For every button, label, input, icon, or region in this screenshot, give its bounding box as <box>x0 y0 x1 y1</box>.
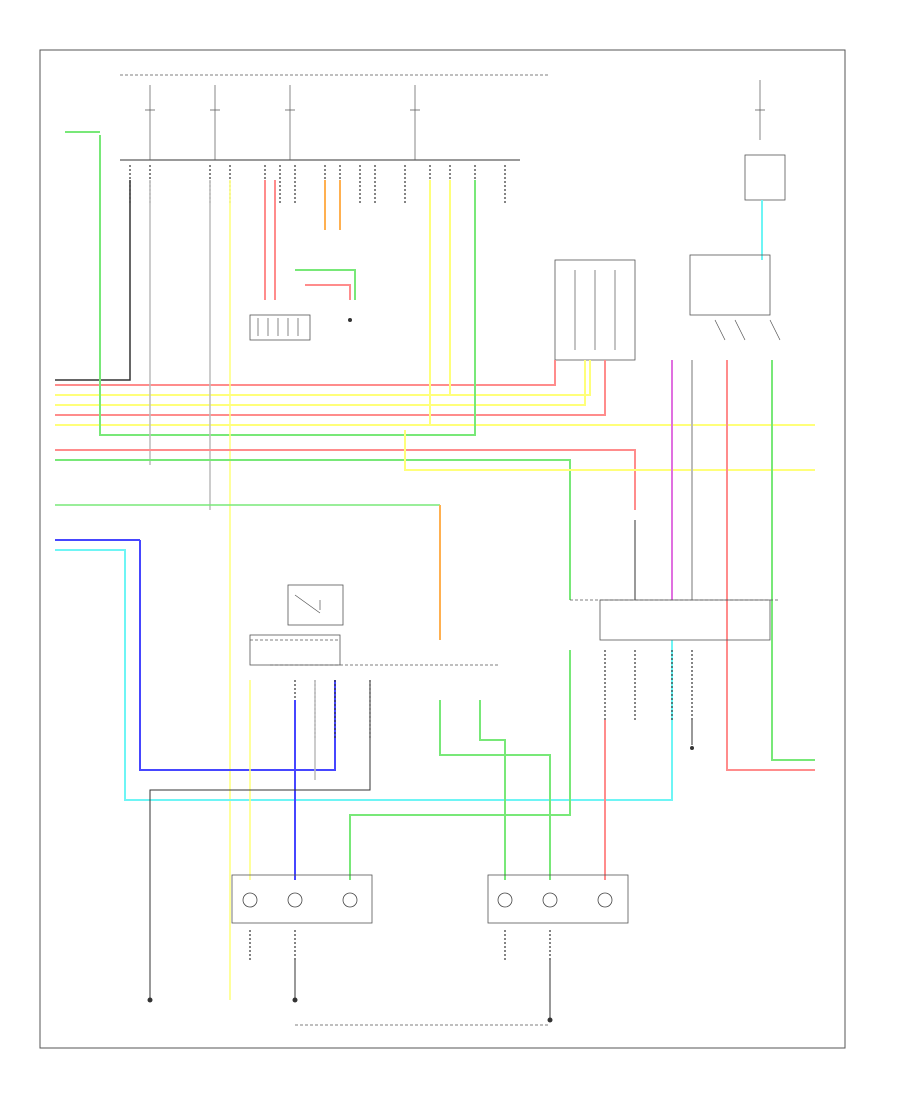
bus-wires-middle <box>55 430 815 801</box>
vertical-drops-top <box>149 180 451 1000</box>
vertical-drops-right <box>634 360 815 771</box>
ground-points <box>147 960 553 1026</box>
left-lamp-assembly <box>231 874 373 960</box>
bus-wires-upper <box>55 131 815 436</box>
diagram-frame <box>39 49 846 1049</box>
switch-relay-mid <box>249 584 500 666</box>
middle-drops <box>149 650 571 1000</box>
control-module-right <box>569 599 780 880</box>
relay-box-right <box>554 259 636 361</box>
right-lamp-assembly <box>487 874 629 960</box>
connector-block-mid <box>249 314 352 341</box>
top-right-fuse <box>689 80 786 341</box>
top-fuse-block <box>120 74 550 205</box>
